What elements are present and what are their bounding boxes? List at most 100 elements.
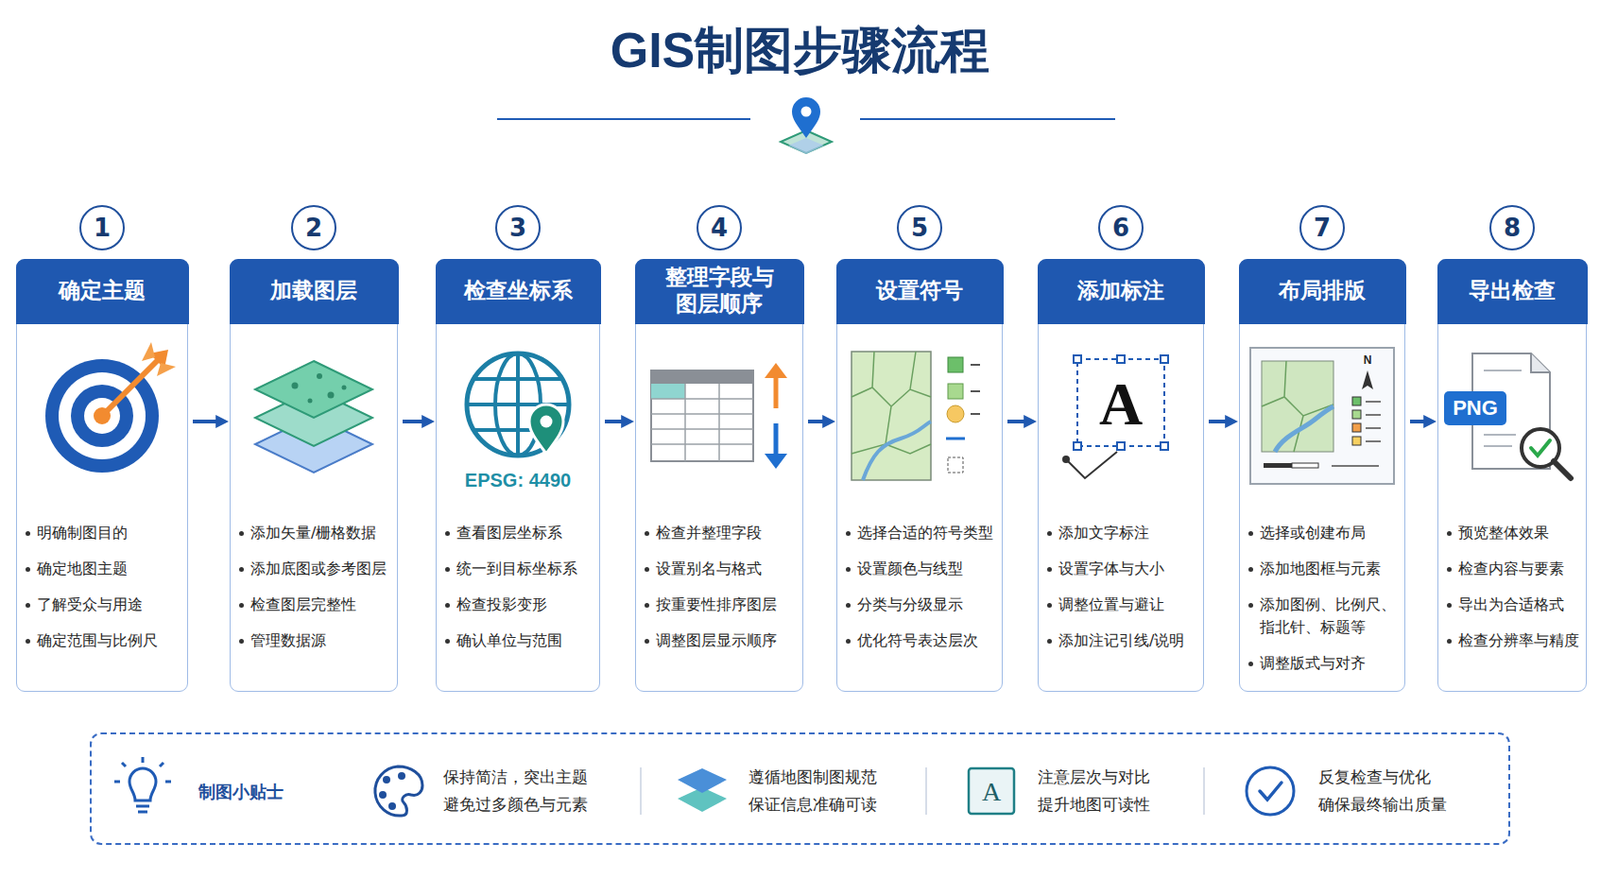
title-decoration [497, 97, 1116, 155]
step-number: 4 [696, 205, 742, 251]
bullet-item: 确定范围与比例尺 [17, 629, 188, 653]
step-title: 布局排版 [1278, 277, 1366, 305]
bullet-item: 检查投影变形 [436, 593, 600, 617]
layers-icon [255, 361, 373, 473]
step-header: 检查坐标系 [435, 258, 602, 325]
layers-tip-icon [677, 768, 727, 812]
title: GIS制图步骤流程 [0, 20, 1600, 80]
step-card: 1确定主题明确制图目的确定地图主题了解受众与用途确定范围与比例尺 [16, 258, 189, 692]
bullet-dot [1047, 567, 1052, 572]
bullet-text: 预览整体效果 [1458, 523, 1549, 542]
flow-arrow [808, 419, 832, 424]
check-tip-icon [1246, 767, 1294, 815]
bullet-text: 检查分辨率与精度 [1458, 631, 1580, 650]
bullet-item: 调整图层显示顺序 [636, 629, 803, 653]
bullet-dot [644, 567, 650, 572]
bullet-item: 添加地图框与元素 [1239, 557, 1405, 581]
bullet-list: 添加文字标注设置字体与大小调整位置与避让添加注记引线/说明 [1038, 521, 1204, 666]
bullet-dot [239, 638, 244, 644]
bullet-dot [845, 638, 851, 644]
label-glyph: A [1099, 374, 1143, 435]
bullet-text: 添加注记引线/说明 [1058, 631, 1185, 650]
bullet-text: 查看图层坐标系 [456, 523, 563, 542]
bullet-item: 选择或创建布局 [1239, 521, 1405, 545]
step-number: 7 [1299, 205, 1345, 251]
step-header: 设置符号 [836, 258, 1004, 325]
bullet-item: 确定地图主题 [17, 557, 188, 581]
north-letter: N [1363, 354, 1373, 366]
bullet-text: 检查投影变形 [456, 595, 548, 614]
globe-icon [466, 353, 569, 456]
bullet-item: 添加矢量/栅格数据 [230, 521, 397, 545]
bullet-text: 调整图层显示顺序 [655, 631, 777, 650]
bullet-dot [445, 602, 450, 608]
bullet-dot [25, 638, 31, 644]
bullet-item: 明确制图目的 [17, 521, 188, 545]
bullet-text: 明确制图目的 [36, 523, 128, 542]
bullet-text: 设置字体与大小 [1058, 559, 1165, 578]
bullet-list: 预览整体效果检查内容与要素导出为合适格式检查分辨率与精度 [1438, 521, 1586, 666]
bullet-list: 明确制图目的确定地图主题了解受众与用途确定范围与比例尺 [17, 521, 188, 666]
bullet-dot [1446, 567, 1452, 572]
bullet-list: 查看图层坐标系统一到目标坐标系检查投影变形确认单位与范围 [436, 521, 600, 666]
bullet-item: 查看图层坐标系 [436, 521, 600, 545]
bullet-dot [25, 567, 31, 572]
step-header: 布局排版 [1238, 258, 1407, 325]
bullet-item: 确认单位与范围 [436, 629, 600, 653]
bullet-dot [1047, 602, 1052, 608]
bullet-text: 按重要性排序图层 [655, 595, 777, 614]
tip-text: 遵循地图制图规范 保证信息准确可读 [748, 763, 903, 819]
step-title: 加载图层 [270, 277, 358, 305]
bullet-item: 检查分辨率与精度 [1438, 629, 1586, 653]
bullet-dot [1446, 602, 1452, 608]
bullet-item: 选择合适的符号类型 [837, 521, 1002, 545]
bullet-list: 选择合适的符号类型设置颜色与线型分类与分级显示优化符号表达层次 [837, 521, 1002, 666]
bullet-item: 调整版式与对齐 [1239, 652, 1405, 675]
bullet-dot [644, 531, 650, 536]
epsg-code: EPSG: 4490 [464, 470, 571, 490]
bullet-item: 了解受众与用途 [17, 593, 188, 617]
symbol-map-icon [851, 351, 981, 481]
bullet-dot [1248, 661, 1254, 667]
step-number: 6 [1098, 205, 1144, 251]
bullet-text: 确认单位与范围 [456, 631, 563, 650]
tip-text: 保持简洁，突出主题 避免过多颜色与元素 [443, 763, 598, 819]
bullet-text: 导出为合适格式 [1458, 595, 1565, 614]
flow-arrow [192, 419, 225, 424]
step-card: 6添加标注添加文字标注设置字体与大小调整位置与避让添加注记引线/说明 [1037, 258, 1205, 692]
step-title: 检查坐标系 [464, 277, 573, 305]
step-card: 7布局排版选择或创建布局添加地图框与元素添加图例、比例尺、 指北针、标题等调整版… [1238, 258, 1406, 692]
bulb-icon [114, 756, 172, 812]
step-number: 8 [1489, 205, 1535, 251]
bullet-dot [1446, 531, 1452, 536]
flow-arrow [1410, 419, 1433, 424]
format-badge: PNG [1452, 397, 1498, 419]
step-card: 4整理字段与 图层顺序检查并整理字段设置别名与格式按重要性排序图层调整图层显示顺… [635, 258, 804, 692]
step-card: 5设置符号选择合适的符号类型设置颜色与线型分类与分级显示优化符号表达层次 [836, 258, 1003, 692]
bullet-text: 设置颜色与线型 [857, 559, 964, 578]
label-frame-icon [1062, 355, 1169, 479]
bullet-dot [239, 567, 244, 572]
step-header: 添加标注 [1037, 258, 1205, 325]
palette-icon [375, 766, 423, 816]
bullet-text: 检查内容与要素 [1458, 559, 1565, 578]
bullet-text: 添加文字标注 [1058, 523, 1150, 542]
bullet-text: 添加矢量/栅格数据 [250, 523, 377, 542]
bullet-text: 选择或创建布局 [1259, 523, 1366, 542]
flow-arrow [604, 419, 631, 424]
bullet-text: 添加底图或参考图层 [250, 559, 387, 578]
bullet-item: 设置字体与大小 [1038, 557, 1204, 581]
bullet-text: 优化符号表达层次 [857, 631, 979, 650]
bullet-dot [445, 567, 450, 572]
step-number: 2 [291, 205, 337, 251]
step-card: 2加载图层添加矢量/栅格数据添加底图或参考图层检查图层完整性管理数据源 [229, 258, 398, 692]
bullet-dot [1047, 638, 1052, 644]
bullet-item: 优化符号表达层次 [837, 629, 1002, 653]
bullet-text: 管理数据源 [250, 631, 327, 650]
bullet-item: 设置别名与格式 [636, 557, 803, 581]
step-header: 加载图层 [229, 258, 399, 325]
bullet-item: 添加图例、比例尺、 指北针、标题等 [1239, 593, 1405, 639]
bullet-dot [25, 531, 31, 536]
step-header: 导出检查 [1437, 258, 1588, 325]
